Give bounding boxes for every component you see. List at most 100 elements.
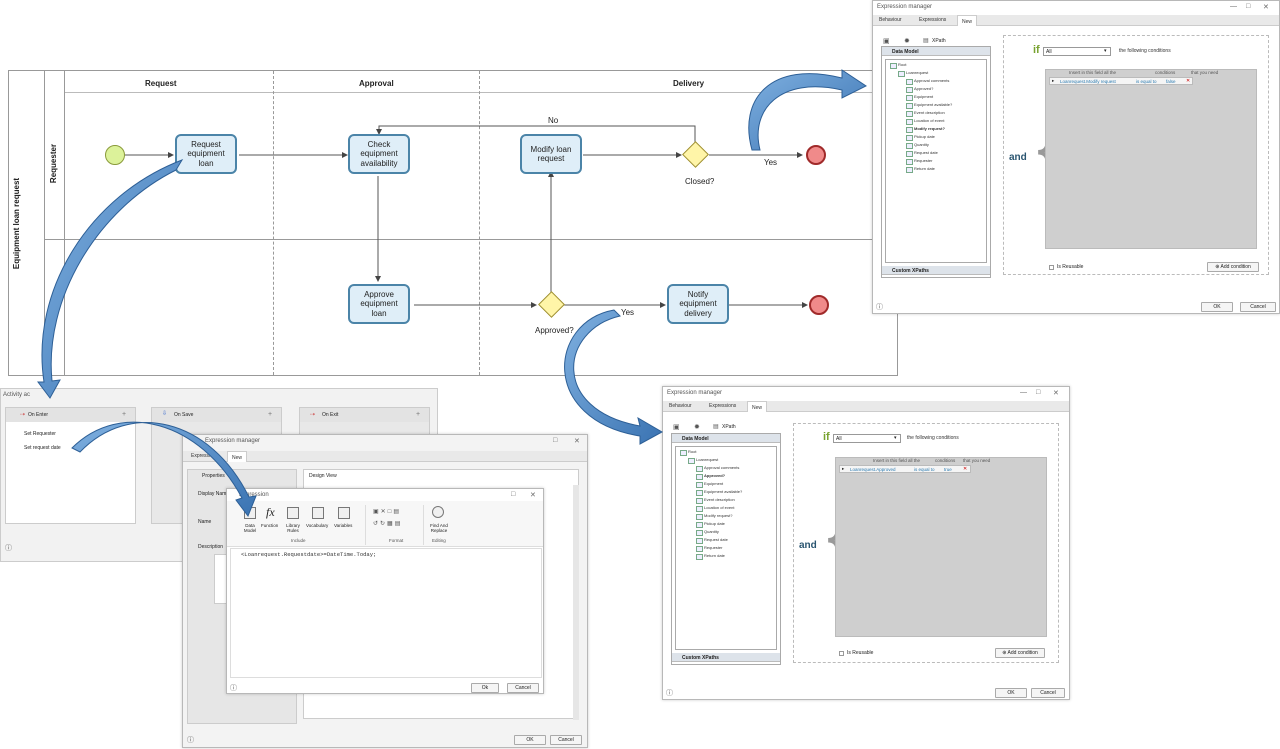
conditions-box[interactable] [1045,69,1257,249]
action-item[interactable]: Set Requester [24,431,56,437]
tree-node[interactable]: Pickup date [906,133,952,141]
tree-node[interactable]: Equipment available? [906,101,952,109]
add-condition-button[interactable]: ⊕ Add condition [995,648,1045,658]
tree-node[interactable]: Approval comments [906,77,952,85]
tab-new[interactable]: New [747,401,768,412]
tree-node[interactable]: Location of event [906,117,952,125]
find-replace-button[interactable]: Find And Replace [430,523,448,533]
close-icon[interactable]: ✕ [1263,4,1269,11]
condition-operator[interactable]: is equal to [914,467,935,472]
expand-icon[interactable]: ▸ [842,466,845,471]
add-condition-button[interactable]: ⊕ Add condition [1207,262,1259,272]
tree-node[interactable]: Return date [906,165,952,173]
minimize-icon[interactable]: — [1230,3,1237,10]
cancel-button[interactable]: Cancel [1240,302,1276,312]
tree-node[interactable]: Loanrequest [688,456,742,464]
cancel-button[interactable]: Cancel [507,683,539,693]
xpath-icon[interactable]: ▤ [923,38,929,44]
tree-node[interactable]: Request date [906,149,952,157]
tab-behaviour[interactable]: Behaviour [879,17,902,23]
match-select[interactable]: All ▾ [1043,47,1111,56]
condition-value[interactable]: true [944,467,952,472]
reusable-checkbox[interactable] [839,651,844,656]
tree-node[interactable]: Event description [906,109,952,117]
ok-button[interactable]: OK [1201,302,1233,312]
close-icon[interactable]: ✕ [574,438,580,445]
tab-new[interactable]: New [957,15,978,26]
ok-button[interactable]: OK [514,735,546,745]
add-on-enter-icon[interactable]: + [122,411,127,418]
tree-node[interactable]: Modify request? [906,125,952,133]
vocabulary-button[interactable]: Vocabulary [306,523,329,528]
action-item[interactable]: Set request date [24,445,61,451]
close-icon[interactable]: ✕ [1053,390,1059,397]
condition-field[interactable]: Loanrequest.Modify request [1060,79,1116,84]
maximize-icon[interactable]: □ [553,437,558,444]
help-icon[interactable]: ⓘ [230,685,237,692]
tree-node[interactable]: Approved? [696,472,742,480]
match-select[interactable]: All ▾ [833,434,901,443]
add-on-save-icon[interactable]: + [268,411,273,418]
tab-expressions[interactable]: Expressions [709,403,737,409]
xpath-icon[interactable]: ▤ [713,424,719,430]
reusable-checkbox[interactable] [1049,265,1054,270]
tree-node[interactable]: Quantity [696,528,742,536]
tree-node[interactable]: Approval comments [696,464,742,472]
condition-value[interactable]: false [1166,79,1176,84]
cancel-button[interactable]: Cancel [1031,688,1065,698]
code-editor[interactable]: <Loanrequest.Requestdate>=DateTime.Today… [230,548,542,678]
tree-node[interactable]: Pickup date [696,520,742,528]
maximize-icon[interactable]: □ [511,491,516,498]
tree-node[interactable]: Equipment [696,480,742,488]
delete-condition-icon[interactable]: ✕ [1186,78,1191,84]
on-exit-tab[interactable]: On Exit [322,412,339,418]
tab-expressions[interactable]: Expressions [191,453,219,459]
add-on-exit-icon[interactable]: + [416,411,421,418]
delete-condition-icon[interactable]: ✕ [963,466,968,472]
tree-node[interactable]: Approved? [906,85,952,93]
format-tools-icon[interactable]: ▣✕□▤ [373,509,401,515]
condition-row[interactable]: ▸ Loanrequest.Modify request is equal to… [1049,77,1193,85]
close-icon[interactable]: ✕ [530,492,536,499]
maximize-icon[interactable]: □ [1246,3,1251,10]
settings-icon[interactable]: ✹ [694,424,700,431]
ok-button[interactable]: OK [995,688,1027,698]
tree-node[interactable]: Equipment [906,93,952,101]
tab-expressions[interactable]: Expressions [919,17,947,23]
condition-row[interactable]: ▸ Loanrequest.Approved is equal to true … [839,465,971,473]
condition-field[interactable]: Loanrequest.Approved [850,467,896,472]
data-model-button[interactable]: Data Model [243,523,257,533]
task-approve-equipment-loan[interactable]: Approve equipment loan [348,284,410,324]
expand-icon[interactable]: ▸ [1052,78,1055,83]
help-icon[interactable]: ⓘ [666,690,673,697]
task-request-equipment-loan[interactable]: Request equipment loan [175,134,237,174]
task-check-availability[interactable]: Check equipment availability [348,134,410,174]
tree-node[interactable]: Return date [696,552,742,560]
on-enter-tab[interactable]: On Enter [28,412,49,418]
help-icon[interactable]: ⓘ [187,737,194,744]
tree-node[interactable]: Request date [696,536,742,544]
tab-new[interactable]: New [227,451,248,462]
save-icon[interactable]: ▣ [883,38,890,45]
settings-icon[interactable]: ✹ [904,38,910,45]
task-notify-equipment-delivery[interactable]: Notify equipment delivery [667,284,729,324]
xpath-button[interactable]: XPath [722,424,736,430]
tree-node[interactable]: Quantity [906,141,952,149]
condition-operator[interactable]: is equal to [1136,79,1157,84]
tree-node[interactable]: Requester [906,157,952,165]
tree-node[interactable]: Event description [696,496,742,504]
scrollbar[interactable] [573,485,579,720]
conditions-box[interactable] [835,457,1047,637]
xpath-button[interactable]: XPath [932,38,946,44]
tree-node[interactable]: Modify request? [696,512,742,520]
help-icon[interactable]: ⓘ [5,545,12,552]
save-icon[interactable]: ▣ [673,424,680,431]
on-save-tab[interactable]: On Save [174,412,194,418]
tree-node[interactable]: Loanrequest [898,69,952,77]
library-rules-button[interactable]: Library Rules [286,523,300,533]
tab-behaviour[interactable]: Behaviour [669,403,692,409]
tree-node[interactable]: Root [890,61,952,69]
tree-node[interactable]: Root [680,448,742,456]
tree-node[interactable]: Requester [696,544,742,552]
variables-button[interactable]: Variables [334,523,353,528]
